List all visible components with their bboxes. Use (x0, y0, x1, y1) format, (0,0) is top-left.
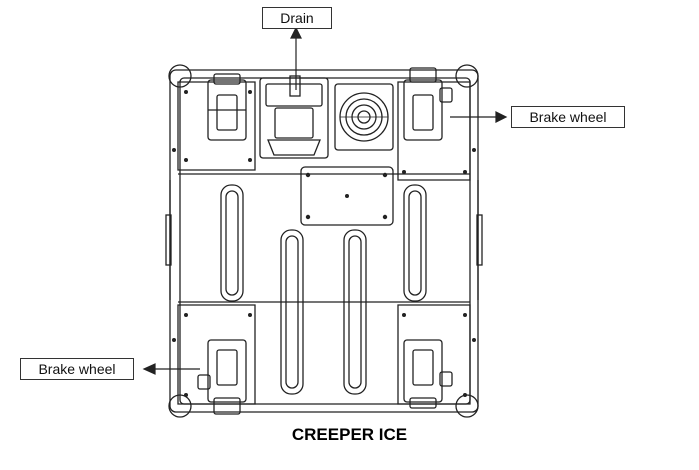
slot-right (403, 184, 427, 302)
corner-wheel-bl (168, 394, 192, 418)
plate-bottom-right (397, 304, 471, 405)
drain-housing (259, 77, 329, 159)
fan-grille-frame (334, 83, 394, 151)
drain-label: Drain (262, 7, 332, 29)
center-panel (300, 166, 394, 226)
plate-top-right (397, 81, 471, 181)
caster-bottom-right (403, 339, 443, 403)
slot-left (220, 184, 244, 302)
corner-wheel-tr (455, 64, 479, 88)
brake-wheel-label-left: Brake wheel (20, 358, 134, 380)
frame-outline (169, 69, 479, 413)
brake-wheel-label-right: Brake wheel (511, 106, 625, 128)
slot-center-left (280, 229, 304, 395)
plate-bottom-left (177, 304, 256, 405)
brake-caster-bottom-left (207, 339, 247, 403)
corner-wheel-tl (168, 64, 192, 88)
slot-center-right (343, 229, 367, 395)
plate-top-left (177, 81, 256, 171)
brake-caster-top-right (403, 79, 443, 141)
diagram-caption: CREEPER ICE (291, 425, 408, 444)
corner-wheel-br (455, 394, 479, 418)
